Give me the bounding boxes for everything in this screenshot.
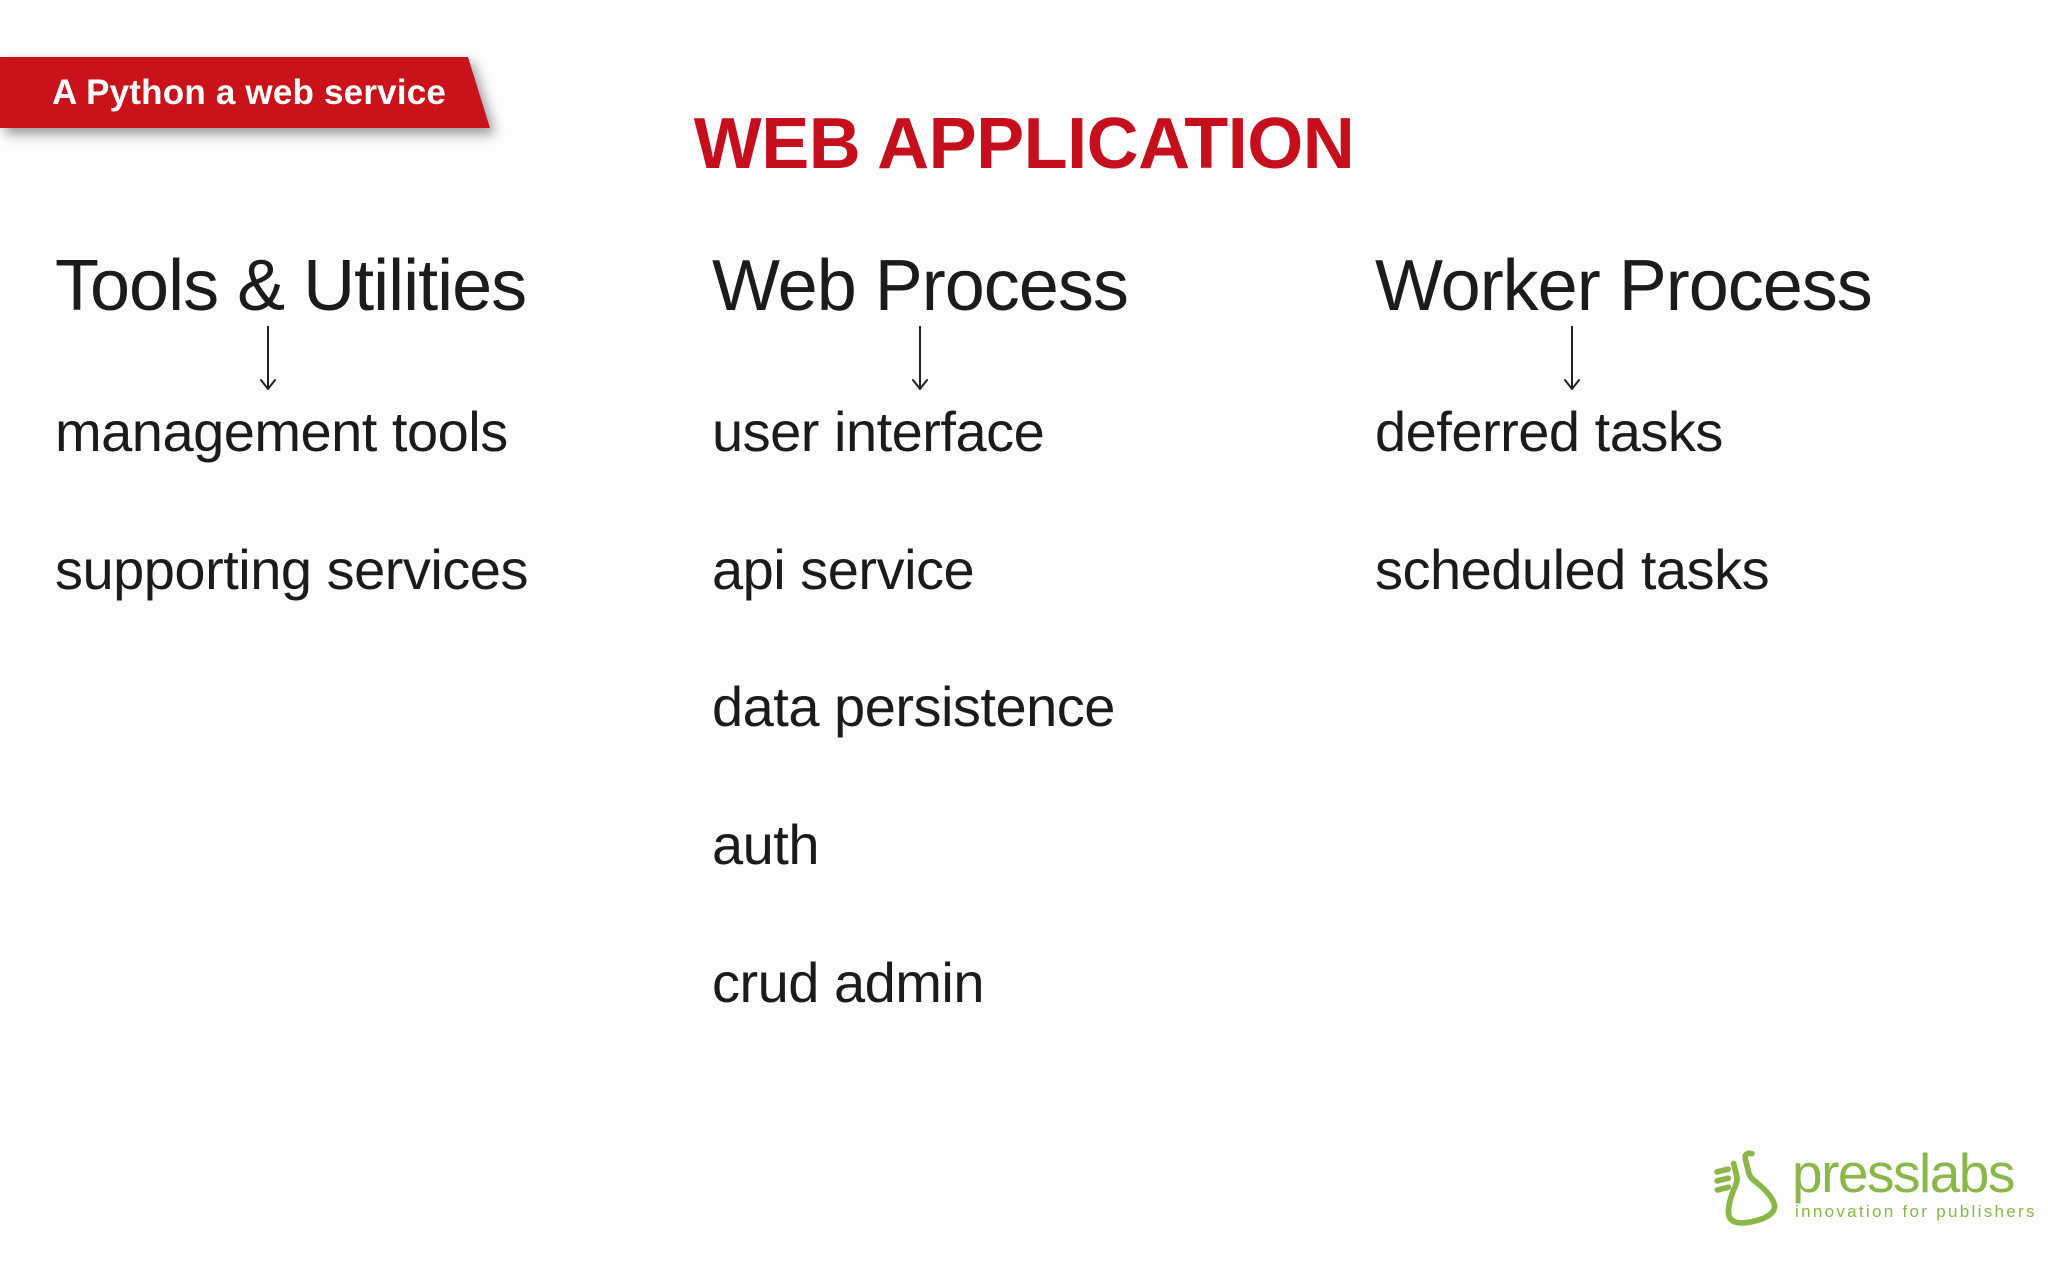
down-arrow-icon (260, 326, 276, 390)
column-item: deferred tasks (1375, 400, 1723, 463)
page-title: WEB APPLICATION (693, 104, 1355, 184)
column-header: Tools & Utilities (55, 246, 527, 326)
column-1: Web Process user interface api service data… (712, 246, 1352, 1010)
column-header: Worker Process (1375, 246, 1873, 326)
logo-wordmark: presslabs (1792, 1142, 2015, 1204)
column-item: api service (712, 537, 975, 601)
down-arrow-icon (912, 326, 928, 390)
ribbon-shape: A Python a web service (0, 57, 490, 128)
column-item: auth (712, 813, 820, 877)
down-arrow-icon (1564, 326, 1580, 390)
ribbon-banner: A Python a web service (0, 57, 490, 128)
flask-icon (1714, 1150, 1778, 1226)
logo-tagline: innovation for publishers (1795, 1202, 2037, 1221)
presslabs-logo: presslabs innovation for publishers (1714, 1146, 2037, 1230)
column-item: crud admin (712, 950, 985, 1014)
column-item: user interface (712, 400, 1045, 463)
column-item: management tools (55, 400, 508, 463)
column-item: scheduled tasks (1375, 537, 1770, 601)
column-header: Web Process (712, 246, 1129, 326)
logo-text: presslabs innovation for publishers (1792, 1146, 2037, 1222)
ribbon-label: A Python a web service (52, 72, 447, 112)
column-item: data persistence (712, 675, 1115, 739)
column-item: supporting services (55, 537, 528, 601)
